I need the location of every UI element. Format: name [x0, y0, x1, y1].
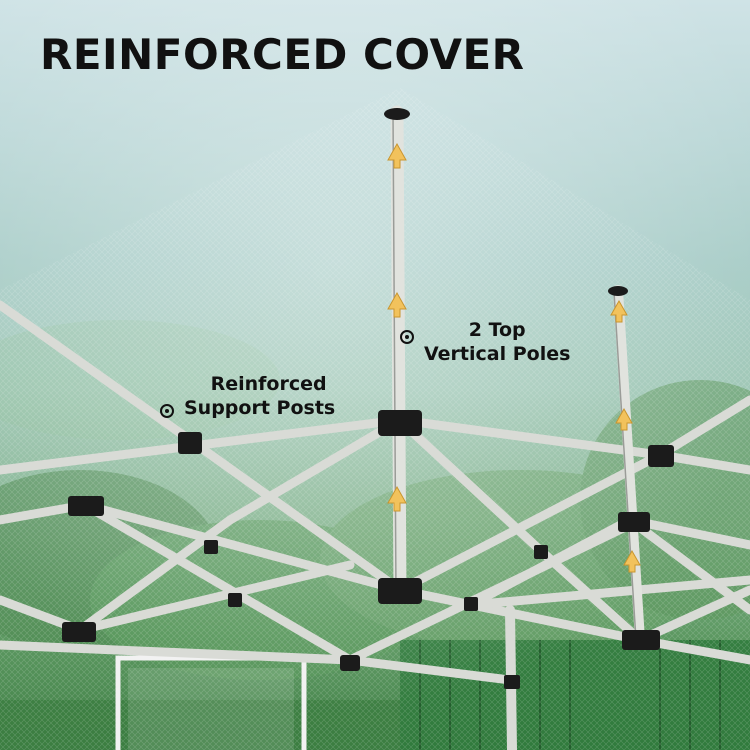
aluminum-frame [0, 300, 750, 750]
page-title: REINFORCED COVER [40, 30, 525, 79]
arrow-up-icon [387, 291, 407, 318]
window-panel [115, 655, 307, 750]
target-icon [160, 404, 174, 418]
callout-line: Reinforced [210, 373, 327, 395]
arrow-up-icon [387, 142, 407, 169]
top-vertical-poles [390, 105, 645, 645]
callout-line: Support Posts [184, 397, 336, 419]
frame-connectors [62, 410, 674, 689]
callout-line: 2 Top [468, 319, 526, 341]
target-icon [400, 330, 414, 344]
arrow-up-icon [623, 549, 641, 573]
arrow-up-icon [387, 485, 407, 512]
pole-caps [384, 108, 628, 296]
callout-line: Vertical Poles [424, 343, 571, 365]
arrow-up-icon [615, 407, 633, 431]
callout-vertical-poles: 2 Top Vertical Poles [424, 318, 570, 366]
upward-arrows [387, 142, 641, 573]
callout-support-posts: Reinforced Support Posts [184, 372, 335, 420]
arrow-up-icon [610, 299, 628, 323]
